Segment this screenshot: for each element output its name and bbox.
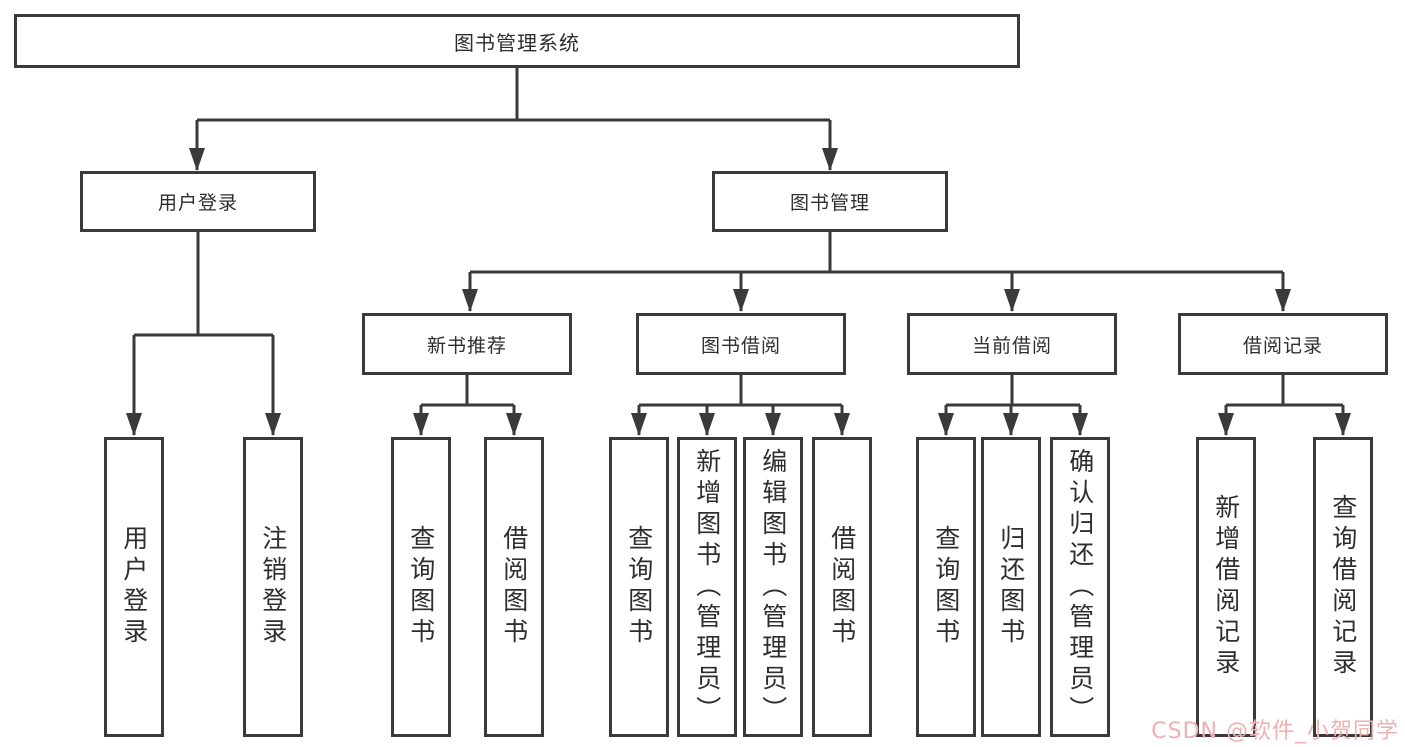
leaf-logout-label: 注销登录 [258, 525, 288, 649]
leaf-borrow-books-1: 借阅图书 [484, 437, 544, 737]
leaf-query-books-1-label: 查询图书 [406, 525, 436, 649]
leaf-confirm-return-admin: 确认归还（管理员） [1050, 437, 1110, 737]
leaf-query-borrow-record-label: 查询借阅记录 [1328, 494, 1358, 680]
node-new-book-recommend: 新书推荐 [362, 313, 572, 375]
node-book-management-label: 图书管理 [789, 192, 870, 214]
node-user-login: 用户登录 [80, 171, 316, 232]
node-root-label: 图书管理系统 [454, 30, 580, 55]
leaf-add-books-admin-label: 新增图书（管理员） [692, 447, 722, 727]
arrowheads [126, 148, 1351, 436]
node-book-borrow: 图书借阅 [636, 313, 846, 375]
node-borrow-records: 借阅记录 [1178, 313, 1388, 375]
leaf-logout: 注销登录 [243, 437, 303, 737]
node-borrow-records-label: 借阅记录 [1242, 334, 1323, 357]
leaf-query-books-3: 查询图书 [916, 437, 976, 737]
leaf-borrow-books-2-label: 借阅图书 [827, 525, 857, 649]
connector-line [132, 68, 1345, 435]
leaf-borrow-books-2: 借阅图书 [812, 437, 872, 737]
leaf-return-books-label: 归还图书 [996, 525, 1026, 649]
node-book-management: 图书管理 [712, 171, 948, 232]
leaf-add-borrow-record-label: 新增借阅记录 [1211, 494, 1241, 680]
csdn-watermark: CSDN @软件_小贺同学 [1151, 719, 1399, 744]
leaf-add-books-admin: 新增图书（管理员） [677, 437, 737, 737]
node-current-borrow-label: 当前借阅 [971, 334, 1052, 357]
leaf-user-login-label: 用户登录 [119, 525, 149, 649]
node-user-login-label: 用户登录 [157, 192, 238, 214]
leaf-edit-books-admin-label: 编辑图书（管理员） [758, 447, 788, 727]
leaf-query-books-2-label: 查询图书 [624, 525, 654, 649]
leaf-borrow-books-1-label: 借阅图书 [499, 525, 529, 649]
leaf-confirm-return-admin-label: 确认归还（管理员） [1065, 447, 1095, 727]
leaf-query-books-3-label: 查询图书 [931, 525, 961, 649]
leaf-query-books-1: 查询图书 [391, 437, 451, 737]
leaf-query-borrow-record: 查询借阅记录 [1313, 437, 1373, 737]
node-root: 图书管理系统 [14, 14, 1020, 68]
node-new-book-recommend-label: 新书推荐 [426, 334, 507, 357]
leaf-edit-books-admin: 编辑图书（管理员） [743, 437, 803, 737]
leaf-return-books: 归还图书 [981, 437, 1041, 737]
leaf-query-books-2: 查询图书 [609, 437, 669, 737]
node-current-borrow: 当前借阅 [907, 313, 1117, 375]
leaf-add-borrow-record: 新增借阅记录 [1196, 437, 1256, 737]
node-book-borrow-label: 图书借阅 [700, 334, 781, 357]
leaf-user-login: 用户登录 [104, 437, 164, 737]
